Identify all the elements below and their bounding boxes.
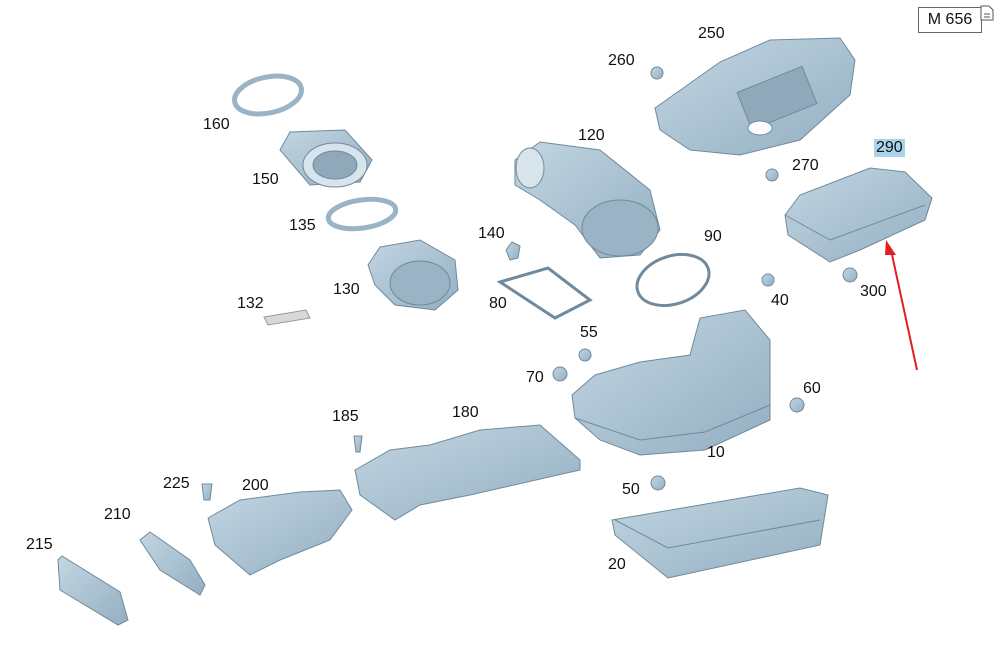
callout-40[interactable]: 40 xyxy=(771,292,789,309)
part-225-clip[interactable] xyxy=(201,483,213,501)
callout-80[interactable]: 80 xyxy=(489,295,507,312)
callout-250[interactable]: 250 xyxy=(698,25,725,42)
part-210-bracket[interactable] xyxy=(139,531,206,596)
highlight-arrow xyxy=(885,240,918,371)
callout-180[interactable]: 180 xyxy=(452,404,479,421)
callout-60[interactable]: 60 xyxy=(803,380,821,397)
part-140-clip[interactable] xyxy=(505,241,521,261)
callout-150[interactable]: 150 xyxy=(252,171,279,188)
part-90-seal[interactable] xyxy=(630,246,715,315)
part-70-grommet[interactable] xyxy=(552,366,568,382)
callout-200[interactable]: 200 xyxy=(242,477,269,494)
part-270-grommet[interactable] xyxy=(765,168,779,182)
part-130-housing[interactable] xyxy=(367,239,459,311)
callout-132[interactable]: 132 xyxy=(237,295,264,312)
part-20-filter-element[interactable] xyxy=(611,487,829,579)
part-10-airbox[interactable] xyxy=(571,309,771,456)
callout-20[interactable]: 20 xyxy=(608,556,626,573)
part-250-engine-cover[interactable] xyxy=(654,37,856,156)
callout-135[interactable]: 135 xyxy=(289,217,316,234)
part-135-ring[interactable] xyxy=(325,195,399,232)
part-215-panel[interactable] xyxy=(57,555,129,626)
part-290-cover[interactable] xyxy=(784,167,933,263)
callout-210[interactable]: 210 xyxy=(104,506,131,523)
callout-225[interactable]: 225 xyxy=(163,475,190,492)
callout-160[interactable]: 160 xyxy=(203,116,230,133)
part-55-grommet[interactable] xyxy=(578,348,592,362)
part-150-bellows[interactable] xyxy=(279,129,373,188)
part-120-intake[interactable] xyxy=(514,141,661,259)
callout-55[interactable]: 55 xyxy=(580,324,598,341)
part-185-clip[interactable] xyxy=(353,435,363,453)
document-icon[interactable] xyxy=(980,5,994,21)
part-60-grommet[interactable] xyxy=(789,397,805,413)
callout-215[interactable]: 215 xyxy=(26,536,53,553)
callout-185[interactable]: 185 xyxy=(332,408,359,425)
part-300-grommet[interactable] xyxy=(842,267,858,283)
callout-300[interactable]: 300 xyxy=(860,283,887,300)
part-50-grommet[interactable] xyxy=(650,475,666,491)
part-260-grommet[interactable] xyxy=(650,66,664,80)
callout-130[interactable]: 130 xyxy=(333,281,360,298)
part-160-ring[interactable] xyxy=(231,70,305,119)
part-180-duct[interactable] xyxy=(354,424,581,521)
callout-70[interactable]: 70 xyxy=(526,369,544,386)
callout-120[interactable]: 120 xyxy=(578,127,605,144)
callout-290[interactable]: 290 xyxy=(874,139,905,157)
callout-270[interactable]: 270 xyxy=(792,157,819,174)
callout-140[interactable]: 140 xyxy=(478,225,505,242)
callout-260[interactable]: 260 xyxy=(608,52,635,69)
part-132-pad[interactable] xyxy=(263,309,311,326)
part-40-grommet[interactable] xyxy=(761,273,775,287)
callout-90[interactable]: 90 xyxy=(704,228,722,245)
callout-10[interactable]: 10 xyxy=(707,444,725,461)
part-200-duct[interactable] xyxy=(207,489,353,576)
callout-50[interactable]: 50 xyxy=(622,481,640,498)
part-80-seal[interactable] xyxy=(496,266,593,320)
model-badge: M 656 xyxy=(918,7,982,33)
